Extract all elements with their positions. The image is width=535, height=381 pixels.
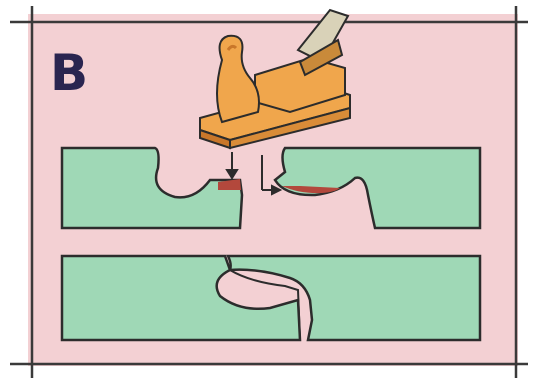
shaving-right [282, 186, 340, 194]
frame-lines [10, 6, 528, 378]
planing-arrows [225, 152, 283, 196]
hand-plane-icon [199, 8, 351, 150]
shaving-left [218, 179, 241, 190]
joint-line [229, 269, 301, 341]
bottom-right-board [225, 254, 482, 342]
panel-label: B [50, 44, 89, 102]
top-left-board [60, 146, 244, 230]
bottom-left-board [60, 254, 302, 342]
